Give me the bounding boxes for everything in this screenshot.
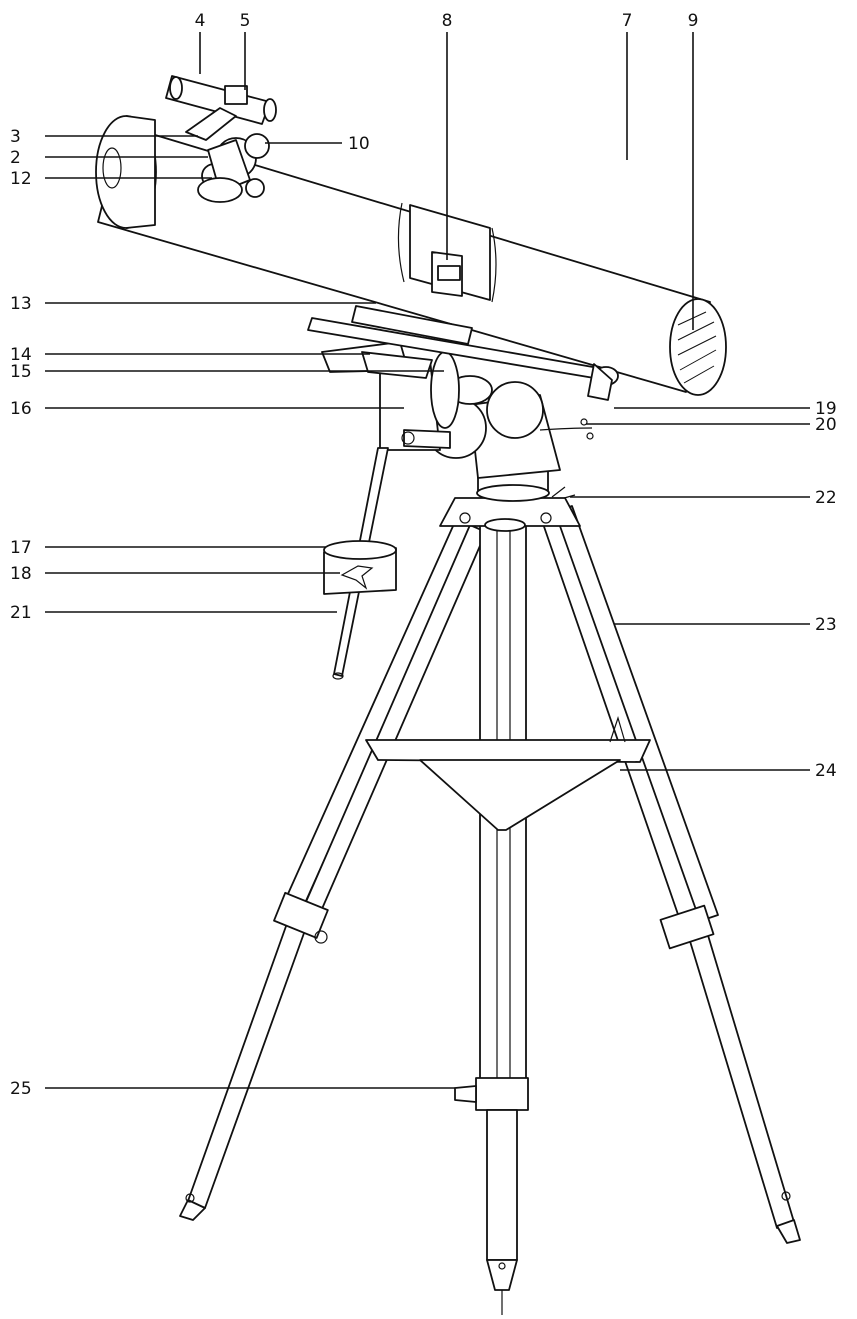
counterweight-assembly xyxy=(323,447,397,680)
optical-tube xyxy=(95,115,727,401)
callout-label-22: 22 xyxy=(815,488,837,508)
tripod-leg-right xyxy=(539,486,801,1244)
callout-labels: 4 5 8 7 9 3 2 12 10 13 14 15 16 17 18 21… xyxy=(10,11,837,1099)
callout-label-4: 4 xyxy=(195,11,206,31)
callout-label-19: 19 xyxy=(815,399,837,419)
callout-label-25: 25 xyxy=(10,1079,32,1099)
accessory-tray xyxy=(365,715,651,831)
finder-scope xyxy=(165,75,277,141)
callout-label-21: 21 xyxy=(10,603,32,623)
leader-lines xyxy=(45,32,810,1089)
callout-label-9: 9 xyxy=(688,11,699,31)
callout-label-5: 5 xyxy=(240,11,251,31)
callout-label-16: 16 xyxy=(10,399,32,419)
callout-label-18: 18 xyxy=(10,564,32,584)
callout-label-13: 13 xyxy=(10,294,32,314)
callout-label-15: 15 xyxy=(10,362,32,382)
callout-label-14: 14 xyxy=(10,345,32,365)
callout-label-3: 3 xyxy=(10,127,21,147)
callout-label-23: 23 xyxy=(815,615,837,635)
tripod-leg-left xyxy=(179,514,487,1221)
focuser xyxy=(197,133,270,203)
tripod-head xyxy=(439,497,581,532)
callout-label-17: 17 xyxy=(10,538,32,558)
tripod-leg-center xyxy=(454,519,529,1315)
callout-label-7: 7 xyxy=(622,11,633,31)
callout-label-20: 20 xyxy=(815,415,837,435)
callout-label-8: 8 xyxy=(442,11,453,31)
callout-label-2: 2 xyxy=(10,148,21,168)
callout-label-24: 24 xyxy=(815,761,837,781)
callout-label-10: 10 xyxy=(348,134,370,154)
callout-label-12: 12 xyxy=(10,169,32,189)
tripod xyxy=(179,486,801,1315)
